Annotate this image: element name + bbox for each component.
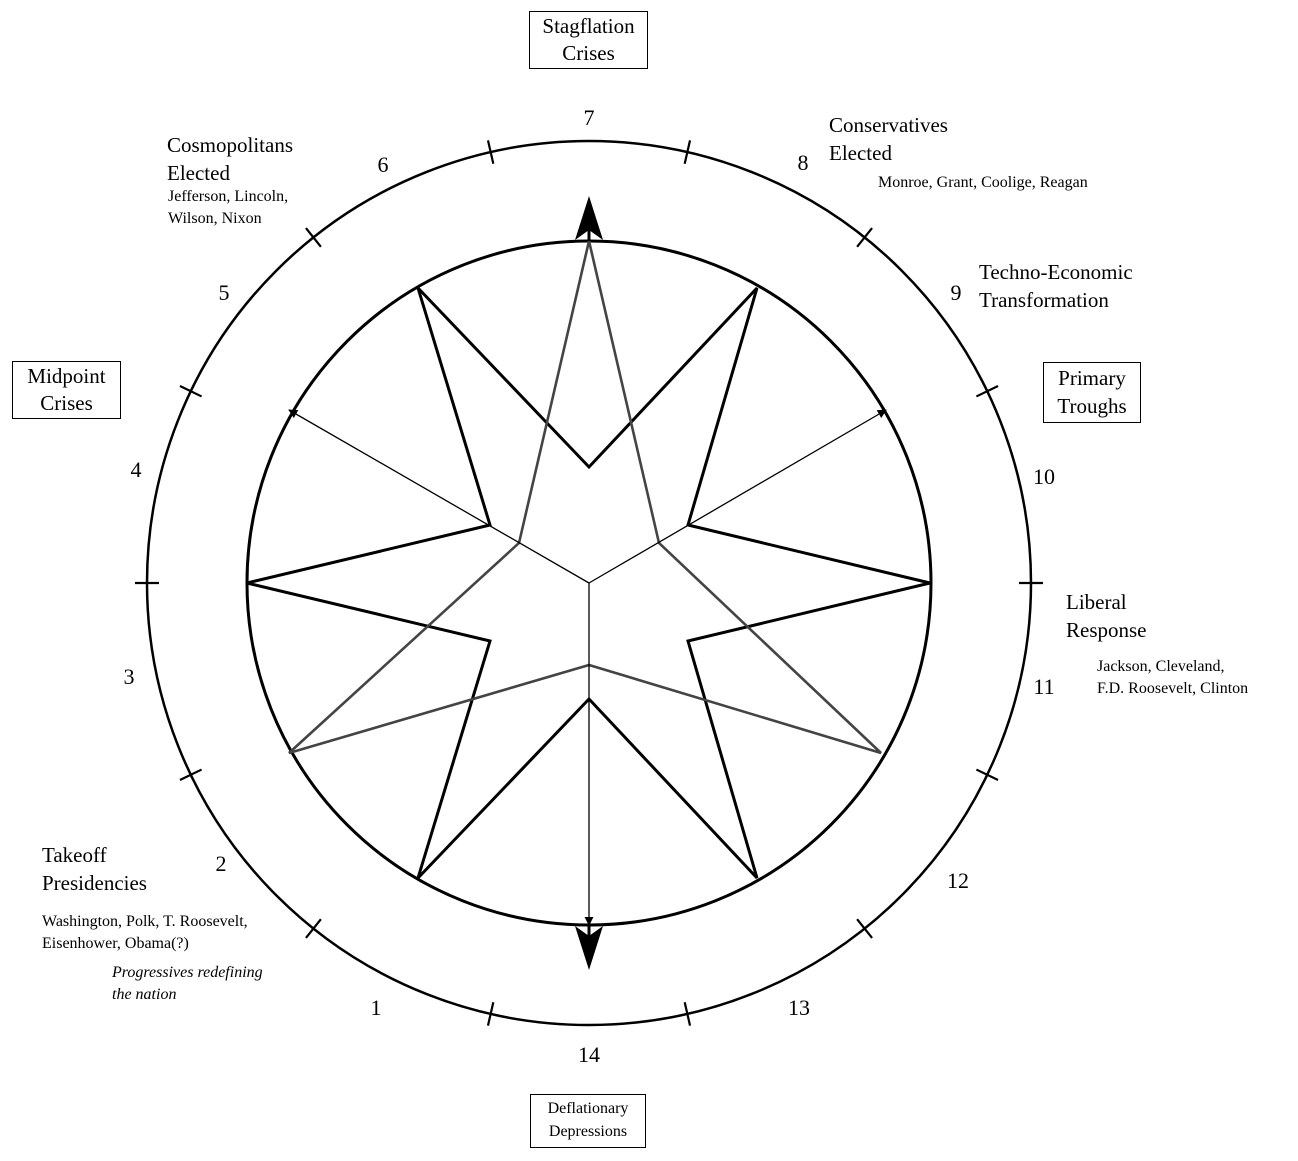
cycle-number-12: 12	[947, 868, 969, 893]
cycle-number-14: 14	[578, 1042, 600, 1067]
outer-tick	[305, 227, 322, 248]
box-stagflation-crises: Stagflation Crises	[529, 11, 648, 69]
outer-tick	[486, 140, 495, 165]
box-midpoint-crises: Midpoint Crises	[12, 361, 121, 419]
liberal-response-names: Jackson, Cleveland, F.D. Roosevelt, Clin…	[1097, 658, 1249, 697]
outer-ticks	[135, 140, 1043, 1026]
liberal-response-title: Liberal Response	[1066, 590, 1147, 642]
star-outline	[246, 286, 931, 880]
box-primary-troughs: Primary Troughs	[1043, 362, 1141, 423]
cycle-number-5: 5	[218, 280, 230, 305]
cycle-number-2: 2	[215, 851, 227, 876]
arrow-to-primary-troughs	[588, 409, 887, 584]
outer-tick	[975, 768, 999, 781]
outer-tick	[975, 385, 999, 398]
outer-tick	[486, 1001, 495, 1026]
cycle-number-10: 10	[1033, 464, 1055, 489]
gray-triangle-star	[288, 240, 882, 755]
arrow-up-head	[575, 196, 603, 240]
cycle-number-7: 7	[583, 105, 595, 130]
conservatives-title: Conservatives Elected	[829, 113, 948, 165]
cycle-number-9: 9	[950, 280, 962, 305]
cycle-number-1: 1	[370, 995, 382, 1020]
outer-tick	[856, 918, 873, 939]
arrow-down-head	[575, 926, 603, 970]
outer-tick	[179, 768, 203, 781]
cycle-number-3: 3	[123, 664, 135, 689]
cycle-number-8: 8	[797, 150, 809, 175]
outer-tick	[305, 918, 322, 939]
cycle-number-4: 4	[130, 457, 142, 482]
conservatives-names: Monroe, Grant, Coolige, Reagan	[878, 174, 1088, 191]
box-deflationary-depressions: Deflationary Depressions	[530, 1094, 646, 1148]
techno-economic-title: Techno-Economic Transformation	[979, 260, 1133, 312]
takeoff-title: Takeoff Presidencies	[42, 843, 147, 895]
cosmopolitans-title: Cosmopolitans Elected	[167, 133, 294, 185]
arrow-to-midpoint	[288, 409, 590, 584]
outer-tick	[179, 385, 203, 398]
cycle-number-6: 6	[377, 152, 389, 177]
cycle-number-11: 11	[1033, 674, 1055, 699]
outer-tick	[856, 227, 873, 248]
axis-arrows	[288, 196, 887, 970]
cycle-number-13: 13	[788, 995, 810, 1020]
cosmopolitans-names: Jefferson, Lincoln, Wilson, Nixon	[168, 188, 289, 227]
takeoff-note: Progressives redefining the nation	[112, 964, 263, 1003]
outer-tick	[683, 140, 692, 165]
outer-tick	[683, 1001, 692, 1026]
takeoff-names: Washington, Polk, T. Roosevelt, Eisenhow…	[42, 913, 248, 952]
